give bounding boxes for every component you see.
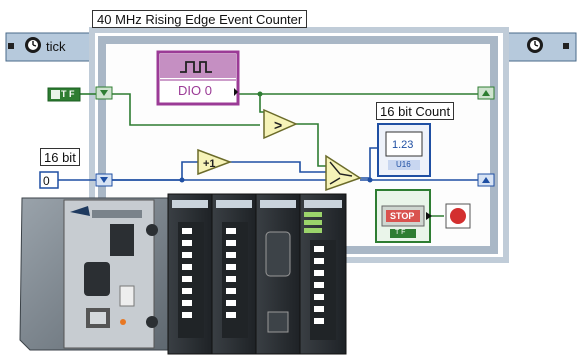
stop-label: STOP xyxy=(390,211,415,221)
shift-register-right-bottom xyxy=(477,173,495,187)
compactrio-chassis xyxy=(19,197,169,351)
shift-register-right-top xyxy=(477,86,495,100)
timed-loop-right-node xyxy=(505,32,577,62)
svg-text:+1: +1 xyxy=(203,158,216,170)
numeric-wires xyxy=(58,147,478,181)
fpga-io-node xyxy=(156,50,240,106)
count-indicator-type: U16 xyxy=(396,160,411,169)
io-module-4 xyxy=(299,193,347,355)
shift-register-left-bottom xyxy=(95,173,113,187)
stop-tf-label: T F xyxy=(395,229,406,236)
increment-node: +1 xyxy=(197,148,233,176)
count-width-label: 16 bit xyxy=(40,148,80,166)
loop-title-label: 40 MHz Rising Edge Event Counter xyxy=(92,10,308,28)
true-constant-text: T F xyxy=(61,89,75,99)
shift-register-left-top xyxy=(95,86,113,100)
io-module-3 xyxy=(255,193,301,355)
count-width-value: 0 xyxy=(43,174,50,188)
select-node xyxy=(325,154,362,192)
count-indicator-label: 16 bit Count xyxy=(376,102,455,120)
loop-condition-stop xyxy=(445,203,471,229)
io-module-1 xyxy=(167,193,213,355)
true-constant xyxy=(47,87,81,102)
dio-channel: DIO 0 xyxy=(178,83,212,98)
greater-than-node: > xyxy=(263,108,298,140)
count-width-constant xyxy=(39,171,59,189)
timed-loop-left-node xyxy=(5,32,93,62)
count-indicator-value: 1.23 xyxy=(392,139,414,151)
svg-text:>: > xyxy=(274,117,282,133)
count-indicator xyxy=(377,123,431,177)
stop-control xyxy=(375,189,432,243)
io-module-2 xyxy=(211,193,257,355)
boolean-wires xyxy=(80,93,478,217)
tick-label: tick xyxy=(46,39,66,54)
